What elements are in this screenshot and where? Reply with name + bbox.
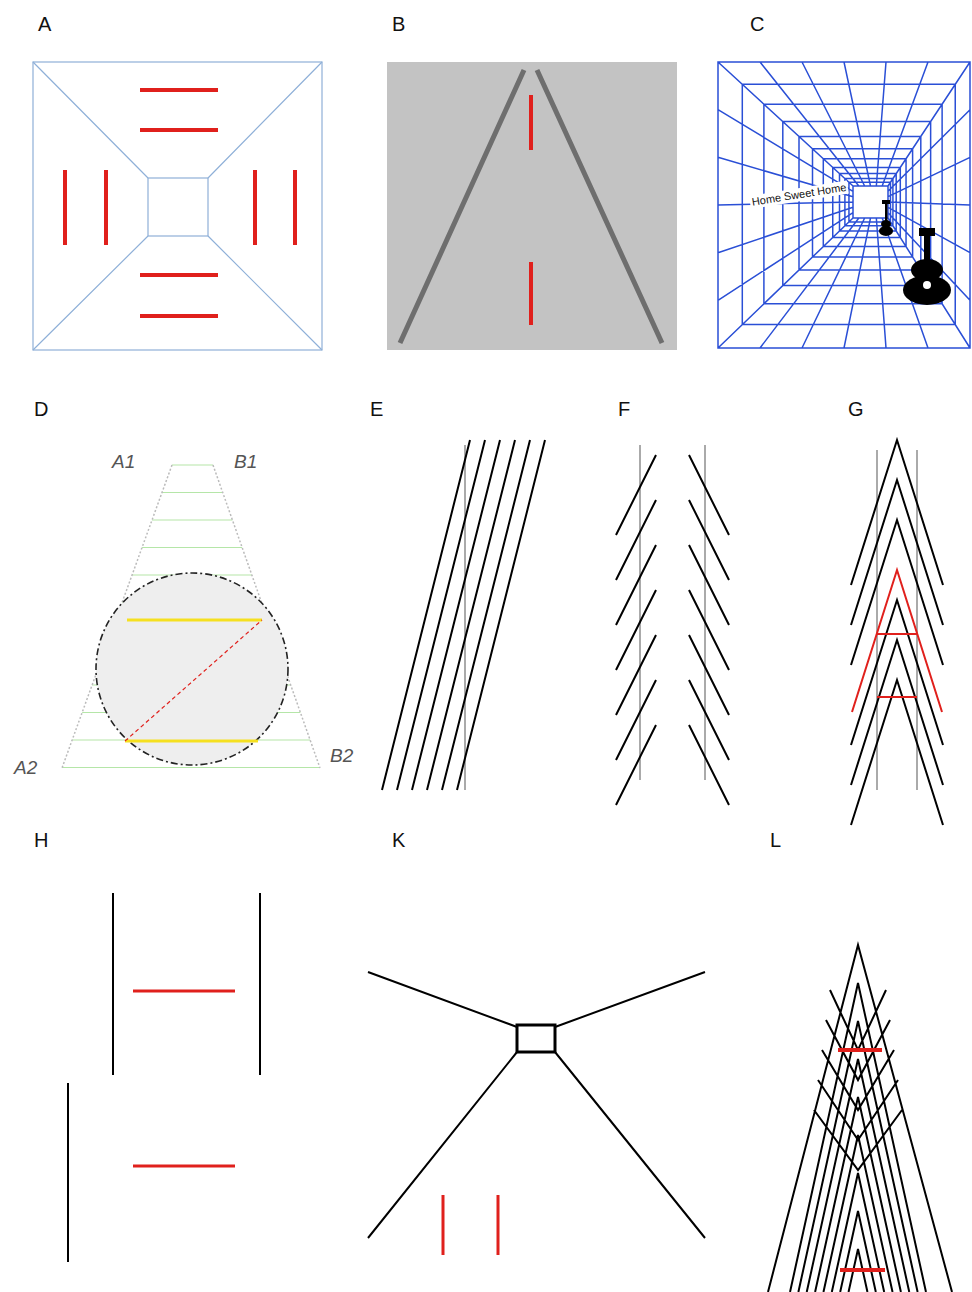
panel-letter: B [392,14,405,34]
chevron-parallels [616,445,729,805]
stroke [718,62,970,348]
perspective-lines [368,972,705,1255]
panel-letter: L [770,830,781,850]
corner-label: A1 [112,452,135,471]
panel-letter: D [34,399,48,419]
chevron-apex [851,440,943,825]
stroke [851,440,943,825]
corner-label: A2 [14,758,37,777]
road-illusion [387,62,677,350]
corner-label: B2 [330,746,353,765]
stroke [382,440,545,790]
ponzo-room [33,62,322,350]
corridor-illusion [718,62,970,348]
stroke [616,455,729,805]
frame-illusion [68,893,260,1262]
panel-letter: K [392,830,405,850]
stroke [62,465,320,768]
panel-letter: F [618,399,630,419]
panel-letter: H [34,830,48,850]
trapezoid-illusion [62,465,320,768]
nested-chevrons [768,945,952,1292]
corner-label: B1 [234,452,257,471]
panel-letter: A [38,14,51,34]
zollner-slant [382,440,545,790]
stroke [768,945,952,1292]
panel-letter: E [370,399,383,419]
panel-letter: C [750,14,764,34]
panel-letter: G [848,399,864,419]
